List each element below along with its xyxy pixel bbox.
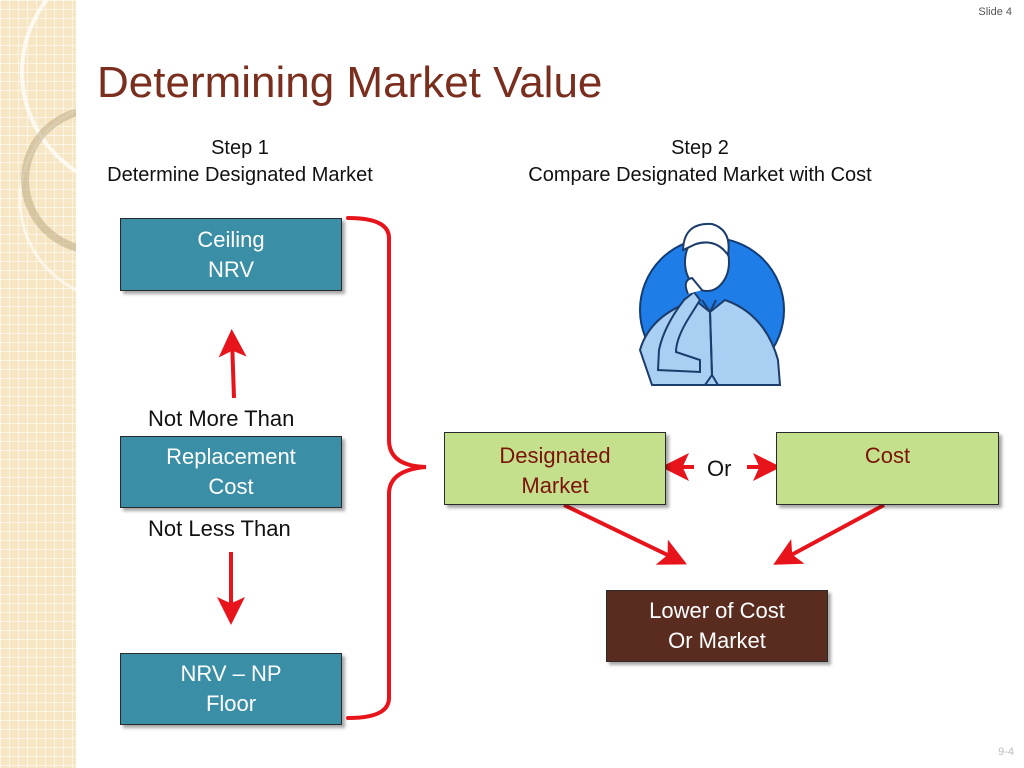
- step-1-description: Determine Designated Market: [107, 164, 373, 186]
- arrow-up-to-ceiling: [218, 329, 247, 399]
- replacement-cost-box: Replacement Cost: [120, 436, 342, 508]
- not-less-than-label: Not Less Than: [148, 516, 291, 541]
- right-brace: [346, 216, 427, 720]
- arrow-designated-to-lcm: [563, 503, 688, 565]
- step-1-label: Step 1: [211, 137, 269, 159]
- step-2-label: Step 2: [671, 137, 729, 159]
- designated-box-line1: Designated: [499, 443, 611, 468]
- lcm-box-line2: Or Market: [668, 628, 766, 653]
- designated-market-box: Designated Market: [444, 432, 666, 505]
- or-label: Or: [707, 456, 732, 481]
- step-2-description: Compare Designated Market with Cost: [528, 164, 872, 186]
- floor-box-line2: Floor: [205, 691, 257, 716]
- not-more-than-label: Not More Than: [148, 406, 295, 431]
- decorative-arcs: [18, 0, 76, 292]
- ceiling-box-line2: NRV: [207, 256, 255, 282]
- step-2-heading: Step 2 Compare Designated Market with Co…: [490, 135, 910, 189]
- replacement-box-line1: Replacement: [166, 444, 296, 469]
- designated-box-line2: Market: [521, 473, 589, 498]
- floor-box: NRV – NP Floor: [120, 653, 342, 725]
- lcm-box-line1: Lower of Cost: [649, 598, 785, 623]
- arrow-cost-to-lcm: [773, 503, 885, 565]
- replacement-box-line2: Cost: [208, 474, 254, 499]
- cost-box: Cost: [776, 432, 999, 505]
- slide-title: Determining Market Value: [97, 58, 603, 107]
- slide-number: Slide 4: [978, 6, 1012, 18]
- floor-box-line1: NRV – NP: [180, 661, 282, 686]
- ceiling-nrv-box: Ceiling NRV: [120, 218, 342, 291]
- cost-box-line1: Cost: [864, 443, 911, 468]
- page-number: 9-4: [998, 746, 1014, 758]
- lower-of-cost-or-market-box: Lower of Cost Or Market: [606, 590, 828, 662]
- decorative-side-band: [0, 0, 76, 768]
- ceiling-box-line1: Ceiling: [197, 226, 265, 252]
- thinking-man-clipart: [638, 222, 785, 386]
- step-1-heading: Step 1 Determine Designated Market: [80, 135, 400, 189]
